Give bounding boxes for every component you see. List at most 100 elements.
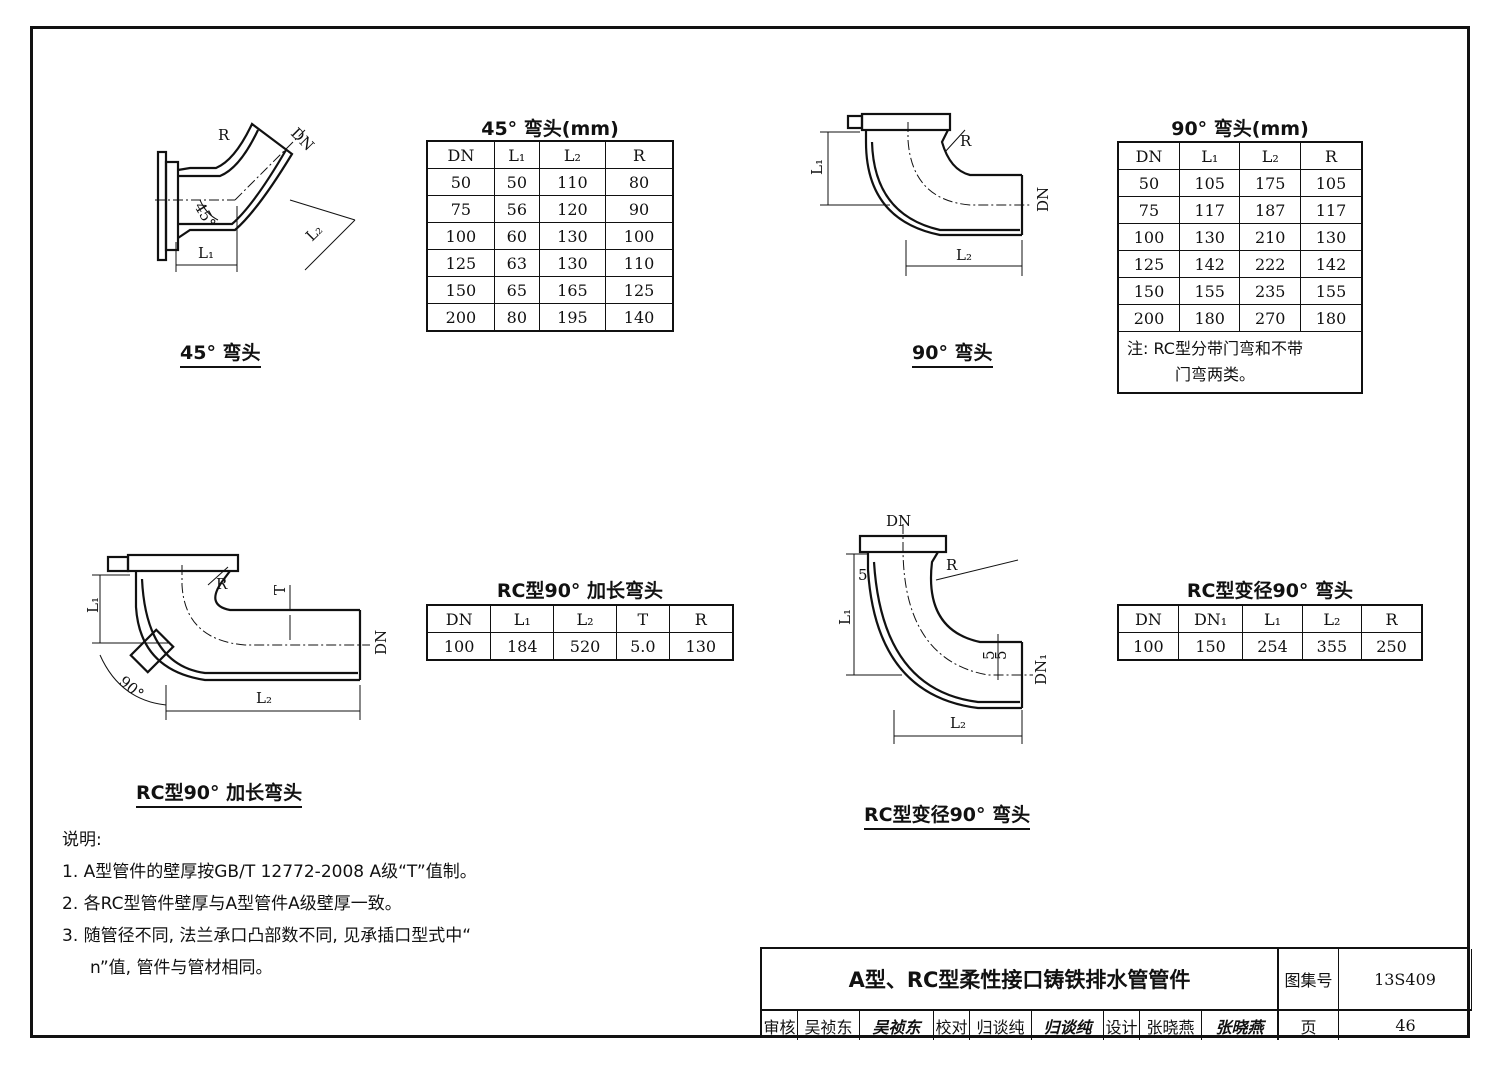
- table-cell: 270: [1239, 304, 1301, 332]
- svg-text:5: 5: [992, 650, 1010, 660]
- table-cell: 80: [605, 168, 674, 196]
- table-cell: 254: [1242, 632, 1303, 661]
- rc-long90-table-title: RC型90° 加长弯头: [496, 580, 664, 602]
- table-cell: 150: [1177, 632, 1244, 661]
- table-cell: 250: [1361, 632, 1423, 661]
- svg-text:L₂: L₂: [956, 246, 972, 264]
- table-cell: 222: [1239, 250, 1301, 278]
- svg-text:T: T: [271, 585, 289, 595]
- table-cell: 65: [493, 276, 540, 304]
- table-cell: 130: [1178, 223, 1241, 251]
- column-header: T: [615, 604, 670, 633]
- table-cell: 117: [1299, 196, 1363, 224]
- column-header: DN: [426, 604, 492, 633]
- svg-text:R: R: [960, 132, 972, 150]
- table-cell: 520: [553, 632, 617, 661]
- table-cell: 90: [605, 195, 674, 223]
- column-header: L₁: [493, 140, 540, 169]
- table-cell: 200: [1117, 304, 1180, 332]
- table-cell: 140: [605, 303, 674, 332]
- svg-text:L₁: L₁: [836, 609, 854, 625]
- svg-text:R: R: [946, 556, 958, 574]
- table-cell: 50: [426, 168, 495, 196]
- table-cell: 56: [493, 195, 540, 223]
- table-cell: 110: [605, 249, 674, 277]
- design-label: 设计: [1104, 1011, 1140, 1040]
- table-cell: 130: [538, 222, 607, 250]
- table-cell: 120: [538, 195, 607, 223]
- table-cell: 100: [1117, 223, 1180, 251]
- note-item: 3. 随管径不同, 法兰承口凸部数不同, 见承插口型式中“: [62, 926, 472, 946]
- table-cell: 117: [1178, 196, 1241, 224]
- table-cell: 125: [426, 249, 495, 277]
- table-cell: 105: [1178, 169, 1241, 197]
- checker-name: 归谈纯: [970, 1011, 1032, 1040]
- table-note-line: 注: RC型分带门弯和不带: [1127, 339, 1303, 358]
- svg-text:DN: DN: [1034, 187, 1052, 212]
- table-cell: 235: [1239, 277, 1301, 305]
- svg-text:L₁: L₁: [198, 244, 214, 262]
- column-header: DN₁: [1177, 604, 1244, 633]
- reviewer-signature: 吴祯东: [860, 1011, 934, 1040]
- svg-text:L₂: L₂: [256, 689, 272, 707]
- svg-text:5: 5: [980, 650, 998, 660]
- title-block: A型、RC型柔性接口铸铁排水管管件 图集号 13S409 审核 吴祯东 吴祯东 …: [760, 947, 1472, 1040]
- svg-text:5: 5: [858, 566, 868, 584]
- notes-heading: 说明:: [62, 830, 102, 850]
- column-header: DN: [1117, 141, 1180, 170]
- table-cell: 195: [538, 303, 607, 332]
- table-cell: 200: [426, 303, 495, 332]
- note-item: n”值, 管件与管材相同。: [90, 958, 273, 978]
- table-cell: 184: [490, 632, 555, 661]
- table-cell: 130: [1299, 223, 1363, 251]
- elbow45-caption: 45° 弯头: [180, 338, 261, 368]
- table-cell: 5.0: [615, 632, 670, 661]
- table-cell: 130: [538, 249, 607, 277]
- column-header: L₂: [538, 140, 607, 169]
- column-header: L₁: [1242, 604, 1303, 633]
- column-header: R: [668, 604, 734, 633]
- drawing-title: A型、RC型柔性接口铸铁排水管管件: [762, 949, 1279, 1011]
- column-header: DN: [426, 140, 495, 169]
- table-cell: 125: [1117, 250, 1180, 278]
- table-note: 注: RC型分带门弯和不带门弯两类。: [1117, 331, 1363, 394]
- table-cell: 50: [1117, 169, 1180, 197]
- designer-signature: 张晓燕: [1202, 1011, 1279, 1040]
- table-cell: 150: [426, 276, 495, 304]
- table-cell: 50: [493, 168, 540, 196]
- svg-text:L₂: L₂: [950, 714, 966, 732]
- column-header: L₂: [553, 604, 617, 633]
- table-cell: 142: [1178, 250, 1241, 278]
- column-header: R: [605, 140, 674, 169]
- table-cell: 75: [426, 195, 495, 223]
- svg-text:L₁: L₁: [808, 159, 826, 175]
- svg-text:DN: DN: [372, 630, 390, 655]
- table-cell: 75: [1117, 196, 1180, 224]
- table-cell: 180: [1178, 304, 1241, 332]
- page-label: 页: [1279, 1011, 1339, 1040]
- checker-signature: 归谈纯: [1032, 1011, 1104, 1040]
- table-cell: 80: [493, 303, 540, 332]
- column-header: L₁: [1178, 141, 1241, 170]
- column-header: R: [1361, 604, 1423, 633]
- rc-long90-drawing: L₁ L₂ R T DN 90°: [84, 553, 390, 720]
- table-cell: 105: [1299, 169, 1363, 197]
- table-cell: 155: [1299, 277, 1363, 305]
- atlas-number: 13S409: [1339, 949, 1472, 1011]
- table-cell: 165: [538, 276, 607, 304]
- table-cell: 155: [1178, 277, 1241, 305]
- svg-text:R: R: [218, 126, 230, 144]
- column-header: L₂: [1301, 604, 1363, 633]
